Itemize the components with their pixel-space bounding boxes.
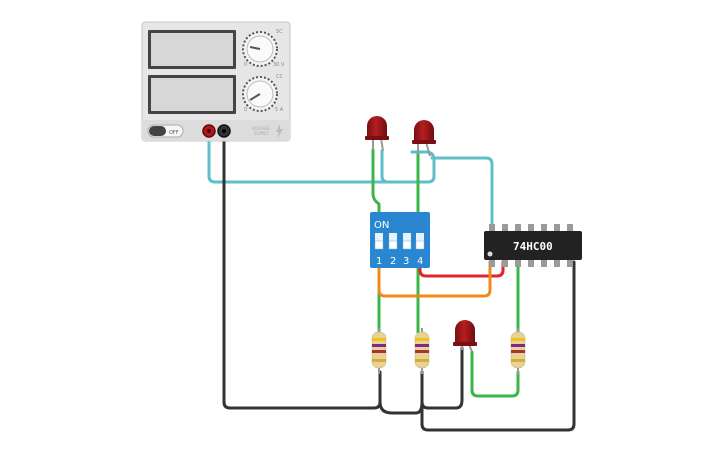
- led-2-rim: [412, 140, 436, 144]
- dip-switch[interactable]: ON 1 2 3 4: [370, 212, 430, 268]
- ic-pins-top: [489, 224, 573, 232]
- led-1[interactable]: [365, 116, 389, 152]
- led-3-rim: [453, 342, 477, 346]
- resistor-1[interactable]: [371, 328, 387, 374]
- dip-toggle-4[interactable]: [415, 233, 425, 250]
- wire-dip-to-ic-orange[interactable]: [377, 260, 492, 298]
- dip-switch-on-label: ON: [374, 220, 389, 231]
- lightning-icon: [276, 124, 283, 139]
- power-switch-knob: [149, 126, 166, 136]
- power-switch[interactable]: OFF: [147, 124, 184, 138]
- led-1-lead-anode: [380, 137, 384, 152]
- negative-terminal-hole: [222, 129, 226, 133]
- current-display-screen: [151, 78, 233, 111]
- led-2-body: [414, 120, 434, 142]
- wire-led2-to-ic[interactable]: [430, 156, 494, 228]
- wire-supply-positive[interactable]: [207, 131, 436, 184]
- current-dial-min: 0: [244, 107, 247, 113]
- voltage-dial-mark: 5C: [276, 29, 283, 35]
- voltage-dial-max: 30 V: [273, 62, 285, 68]
- power-supply[interactable]: 5C 0 30 V CC 0 5 A OFF VOLTAGE SUPPLY: [141, 21, 291, 142]
- resistor-2[interactable]: [414, 328, 430, 374]
- dip-position-4: 4: [417, 256, 423, 267]
- led-2-lead-anode: [425, 141, 431, 157]
- ic-pins-bottom: [489, 259, 573, 267]
- current-dial-mark: CC: [276, 74, 283, 80]
- voltage-dial-min: 0: [244, 62, 247, 68]
- power-switch-label: OFF: [169, 130, 179, 136]
- brand-line1: VOLTAGE: [252, 126, 270, 131]
- dip-toggle-2[interactable]: [388, 233, 398, 250]
- dip-position-1: 1: [376, 256, 382, 267]
- ic-pin1-dot: [487, 251, 493, 257]
- current-dial-max: 5 A: [275, 107, 284, 113]
- resistor-3[interactable]: [510, 328, 526, 374]
- dip-toggle-3[interactable]: [402, 233, 412, 250]
- dip-position-2: 2: [390, 256, 396, 267]
- led-1-body: [367, 116, 387, 138]
- dip-toggle-1[interactable]: [374, 233, 384, 250]
- wire-ground-ic[interactable]: [420, 260, 576, 432]
- wire-ground-bridge[interactable]: [378, 370, 424, 415]
- wire-led1-cathode[interactable]: [371, 148, 381, 334]
- wire-led1-anode[interactable]: [380, 149, 390, 184]
- current-dial-pointer: [249, 93, 261, 101]
- ic-label: 74HC00: [513, 240, 553, 253]
- voltage-display-screen: [151, 33, 233, 66]
- wire-resistor3-to-led3[interactable]: [470, 350, 520, 398]
- dip-position-3: 3: [403, 256, 409, 267]
- led-3-body: [455, 320, 475, 344]
- voltage-dial-pointer: [249, 46, 261, 50]
- wire-supply-ground[interactable]: [222, 131, 382, 410]
- positive-terminal-hole: [207, 129, 211, 133]
- dip-switch-body: [370, 212, 430, 268]
- ic-body: [484, 231, 582, 260]
- ic-74hc00[interactable]: 74HC00: [484, 224, 582, 267]
- led-2[interactable]: [412, 120, 436, 157]
- led-3[interactable]: [453, 320, 477, 353]
- brand-line2: SUPPLY: [254, 131, 269, 136]
- led-1-rim: [365, 136, 389, 140]
- wires: [207, 131, 576, 432]
- wire-dip-to-ic-red[interactable]: [418, 260, 505, 278]
